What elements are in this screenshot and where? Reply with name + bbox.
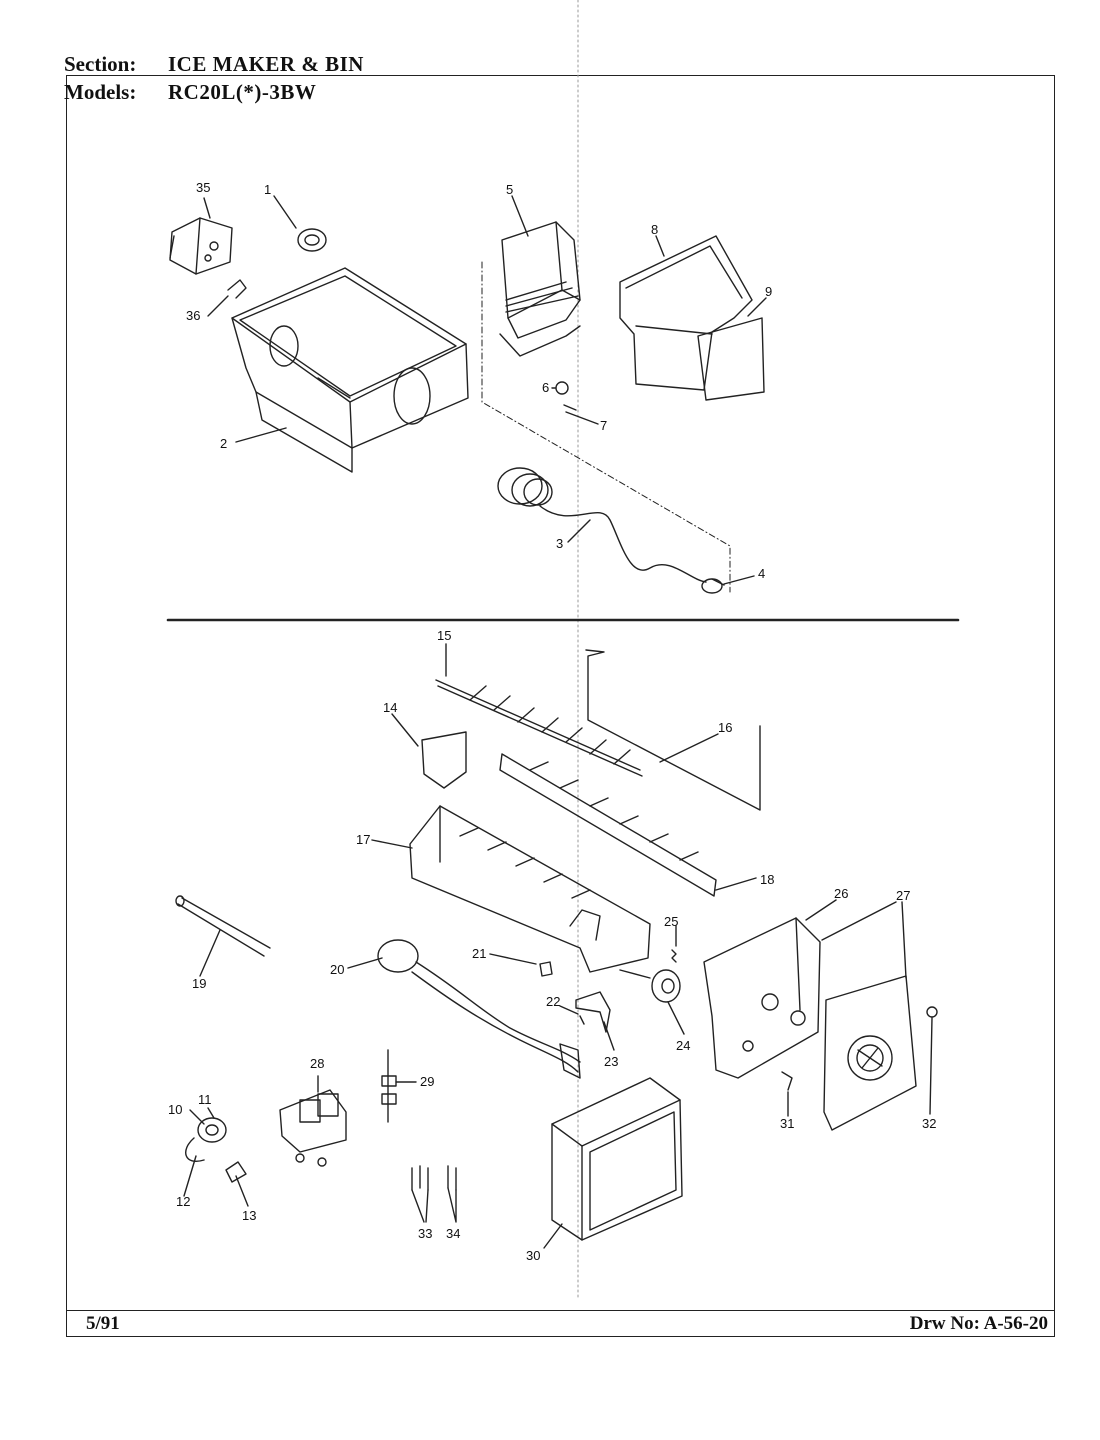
callout-22: 22 <box>546 994 560 1009</box>
callout-27: 27 <box>896 888 910 903</box>
screw <box>579 1015 585 1025</box>
auger-spiral <box>497 467 707 583</box>
module-motor <box>823 975 917 1131</box>
callout-1: 1 <box>264 182 271 197</box>
callout-21: 21 <box>472 946 486 961</box>
nut <box>555 381 569 395</box>
screw-set <box>411 1165 457 1223</box>
mold-heater <box>585 649 761 811</box>
callout-28: 28 <box>310 1056 324 1071</box>
callout-10: 10 <box>168 1102 182 1117</box>
thermostat-harness <box>377 939 581 1079</box>
callout-9: 9 <box>765 284 772 299</box>
callout-23: 23 <box>604 1054 618 1069</box>
diagram-frame <box>66 75 1055 1337</box>
inlet-fitting <box>185 1117 227 1162</box>
callout-5: 5 <box>506 182 513 197</box>
callout-35: 35 <box>196 180 210 195</box>
revision-date: 5/91 <box>86 1313 120 1334</box>
callout-19: 19 <box>192 976 206 991</box>
bin-motor <box>169 217 233 275</box>
callout-14: 14 <box>383 700 397 715</box>
callout-34: 34 <box>446 1226 460 1241</box>
callout-15: 15 <box>437 628 451 643</box>
callout-18: 18 <box>760 872 774 887</box>
models-label: Models: <box>64 80 137 104</box>
models-value: RC20L(*)-3BW <box>168 80 317 104</box>
auger-fitting <box>701 578 725 594</box>
callout-33: 33 <box>418 1226 432 1241</box>
door-seal <box>697 317 765 401</box>
stripper <box>499 753 717 897</box>
callout-20: 20 <box>330 962 344 977</box>
ice-bin <box>231 267 469 473</box>
ejector <box>435 679 643 777</box>
callout-4: 4 <box>758 566 765 581</box>
clip <box>227 279 247 299</box>
mold-clip <box>539 961 553 977</box>
footer-divider <box>66 1310 1055 1311</box>
callout-32: 32 <box>922 1116 936 1131</box>
callout-2: 2 <box>220 436 227 451</box>
callout-3: 3 <box>556 536 563 551</box>
control-housing <box>703 917 821 1079</box>
callout-7: 7 <box>600 418 607 433</box>
fill-tube <box>175 895 271 957</box>
callout-16: 16 <box>718 720 732 735</box>
callout-8: 8 <box>651 222 658 237</box>
callout-11: 11 <box>198 1092 212 1107</box>
callout-36: 36 <box>186 308 200 323</box>
wire-tie <box>225 1161 247 1183</box>
spring <box>671 949 677 963</box>
ice-maker-cover <box>551 1077 683 1241</box>
callout-17: 17 <box>356 832 370 847</box>
callout-25: 25 <box>664 914 678 929</box>
callout-30: 30 <box>526 1248 540 1263</box>
ice-chute <box>499 221 581 357</box>
chute-door <box>619 235 753 391</box>
shutoff-switch <box>619 969 681 1003</box>
mounting-screw <box>781 1071 793 1091</box>
water-valve <box>279 1089 347 1167</box>
tube-fitting <box>381 1049 397 1123</box>
drawing-number: Drw No: A-56-20 <box>909 1313 1048 1334</box>
ground-bracket <box>575 991 611 1033</box>
callout-31: 31 <box>780 1116 794 1131</box>
bracket <box>421 731 467 789</box>
callout-12: 12 <box>176 1194 190 1209</box>
callout-13: 13 <box>242 1208 256 1223</box>
callout-29: 29 <box>420 1074 434 1089</box>
callout-6: 6 <box>542 380 549 395</box>
auger-knob <box>297 228 327 252</box>
hub-screw <box>926 1006 938 1018</box>
pin <box>563 404 577 411</box>
callout-26: 26 <box>834 886 848 901</box>
ice-mold <box>409 805 651 973</box>
section-label: Section: <box>64 52 137 76</box>
callout-24: 24 <box>676 1038 690 1053</box>
section-title: ICE MAKER & BIN <box>168 52 364 76</box>
